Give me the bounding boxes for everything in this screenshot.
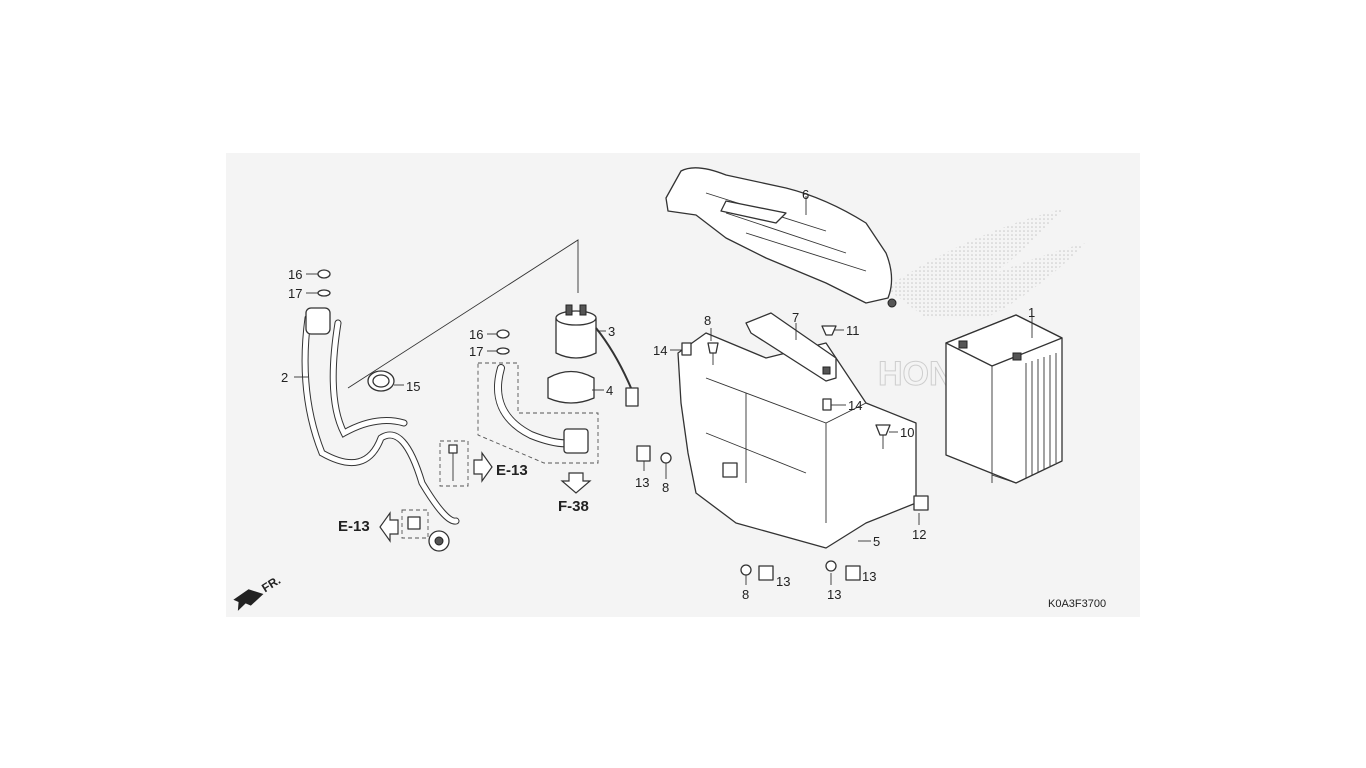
callout-14a: 14 (653, 343, 667, 358)
battery-box (677, 332, 917, 549)
callout-3: 3 (608, 324, 615, 339)
callout-17a: 17 (288, 286, 302, 301)
leader-line (347, 239, 579, 389)
callout-17b: 17 (469, 344, 483, 359)
callout-leaders (294, 196, 1033, 585)
callout-13b: 13 (776, 574, 790, 589)
callout-1: 1 (1028, 305, 1035, 320)
callout-10a: 8 (704, 313, 711, 328)
battery (945, 314, 1063, 484)
battery-band (745, 312, 837, 382)
callout-2: 2 (281, 370, 288, 385)
section-ref-f38: F-38 (558, 472, 592, 515)
callout-15: 15 (406, 379, 420, 394)
battery-harness (301, 307, 460, 552)
starter-relay (555, 304, 639, 407)
callout-13c: 13 (862, 569, 876, 584)
callout-8a: 8 (662, 480, 669, 495)
battery-cover (665, 167, 897, 308)
nut-washer-middle (496, 329, 510, 355)
parts-diagram-panel: HONDA (226, 153, 1140, 617)
fasteners (636, 325, 929, 581)
callout-14b: 14 (848, 398, 862, 413)
callout-12: 12 (912, 527, 926, 542)
section-ref-label: F-38 (558, 498, 589, 515)
relay-cable-group (477, 362, 599, 464)
callout-16a: 16 (288, 267, 302, 282)
relay-holder (547, 370, 595, 404)
callout-numbers: 6 1 3 4 8 7 11 14 14 10 12 5 16 17 16 17… (281, 187, 1035, 602)
terminal-bolt-group (401, 440, 469, 539)
parts-diagram: HONDA (233, 167, 1106, 611)
section-ref-label: E-13 (496, 462, 528, 479)
callout-8c: 13 (827, 587, 841, 602)
section-ref-e13-right: E-13 (473, 451, 528, 483)
callout-13a: 13 (635, 475, 649, 490)
harness-clamp (367, 370, 395, 392)
front-label: FR. (259, 573, 283, 595)
callout-11: 11 (846, 323, 860, 338)
callout-5: 5 (873, 534, 880, 549)
section-ref-e13-left: E-13 (338, 511, 399, 543)
callout-8b: 8 (742, 587, 749, 602)
callout-4: 4 (606, 383, 613, 398)
nut-washer-left (317, 269, 331, 297)
drawing-code: K0A3F3700 (1048, 598, 1106, 610)
callout-10b: 10 (900, 425, 914, 440)
callout-6: 6 (802, 187, 809, 202)
section-ref-label: E-13 (338, 518, 370, 535)
front-direction-indicator: FR. (233, 573, 283, 611)
callout-7: 7 (792, 310, 799, 325)
callout-16b: 16 (469, 327, 483, 342)
